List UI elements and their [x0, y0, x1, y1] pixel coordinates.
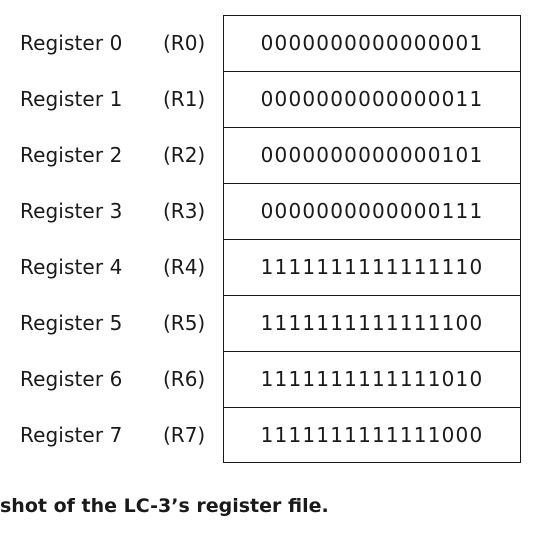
register-file-diagram: Register 0 (R0) 0000000000000001 Registe… [0, 15, 540, 463]
register-value-cell: 1111111111111000 [223, 407, 521, 463]
register-row-r7: Register 7 (R7) 1111111111111000 [0, 407, 540, 463]
register-row-r1: Register 1 (R1) 0000000000000011 [0, 71, 540, 127]
figure-caption: shot of the LC-3’s register file. [0, 495, 329, 517]
register-name: Register 4 [20, 255, 123, 279]
register-name: Register 7 [20, 423, 123, 447]
register-value-cell: 0000000000000011 [223, 71, 521, 127]
register-abbreviation: (R5) [163, 311, 206, 335]
register-name: Register 3 [20, 199, 123, 223]
register-row-r4: Register 4 (R4) 1111111111111110 [0, 239, 540, 295]
register-name: Register 5 [20, 311, 123, 335]
register-row-r5: Register 5 (R5) 1111111111111100 [0, 295, 540, 351]
register-name: Register 6 [20, 367, 123, 391]
register-name: Register 0 [20, 31, 123, 55]
register-abbreviation: (R4) [163, 255, 206, 279]
register-row-r3: Register 3 (R3) 0000000000000111 [0, 183, 540, 239]
register-value-cell: 0000000000000111 [223, 183, 521, 239]
register-abbreviation: (R3) [163, 199, 206, 223]
register-abbreviation: (R7) [163, 423, 206, 447]
register-name: Register 2 [20, 143, 123, 167]
register-name: Register 1 [20, 87, 123, 111]
register-value-cell: 0000000000000001 [223, 15, 521, 71]
register-abbreviation: (R6) [163, 367, 206, 391]
register-row-r0: Register 0 (R0) 0000000000000001 [0, 15, 540, 71]
register-value-cell: 1111111111111010 [223, 351, 521, 407]
register-value-cell: 0000000000000101 [223, 127, 521, 183]
register-abbreviation: (R1) [163, 87, 206, 111]
register-value-cell: 1111111111111100 [223, 295, 521, 351]
register-value-cell: 1111111111111110 [223, 239, 521, 295]
register-row-r2: Register 2 (R2) 0000000000000101 [0, 127, 540, 183]
register-abbreviation: (R0) [163, 31, 206, 55]
register-abbreviation: (R2) [163, 143, 206, 167]
register-row-r6: Register 6 (R6) 1111111111111010 [0, 351, 540, 407]
